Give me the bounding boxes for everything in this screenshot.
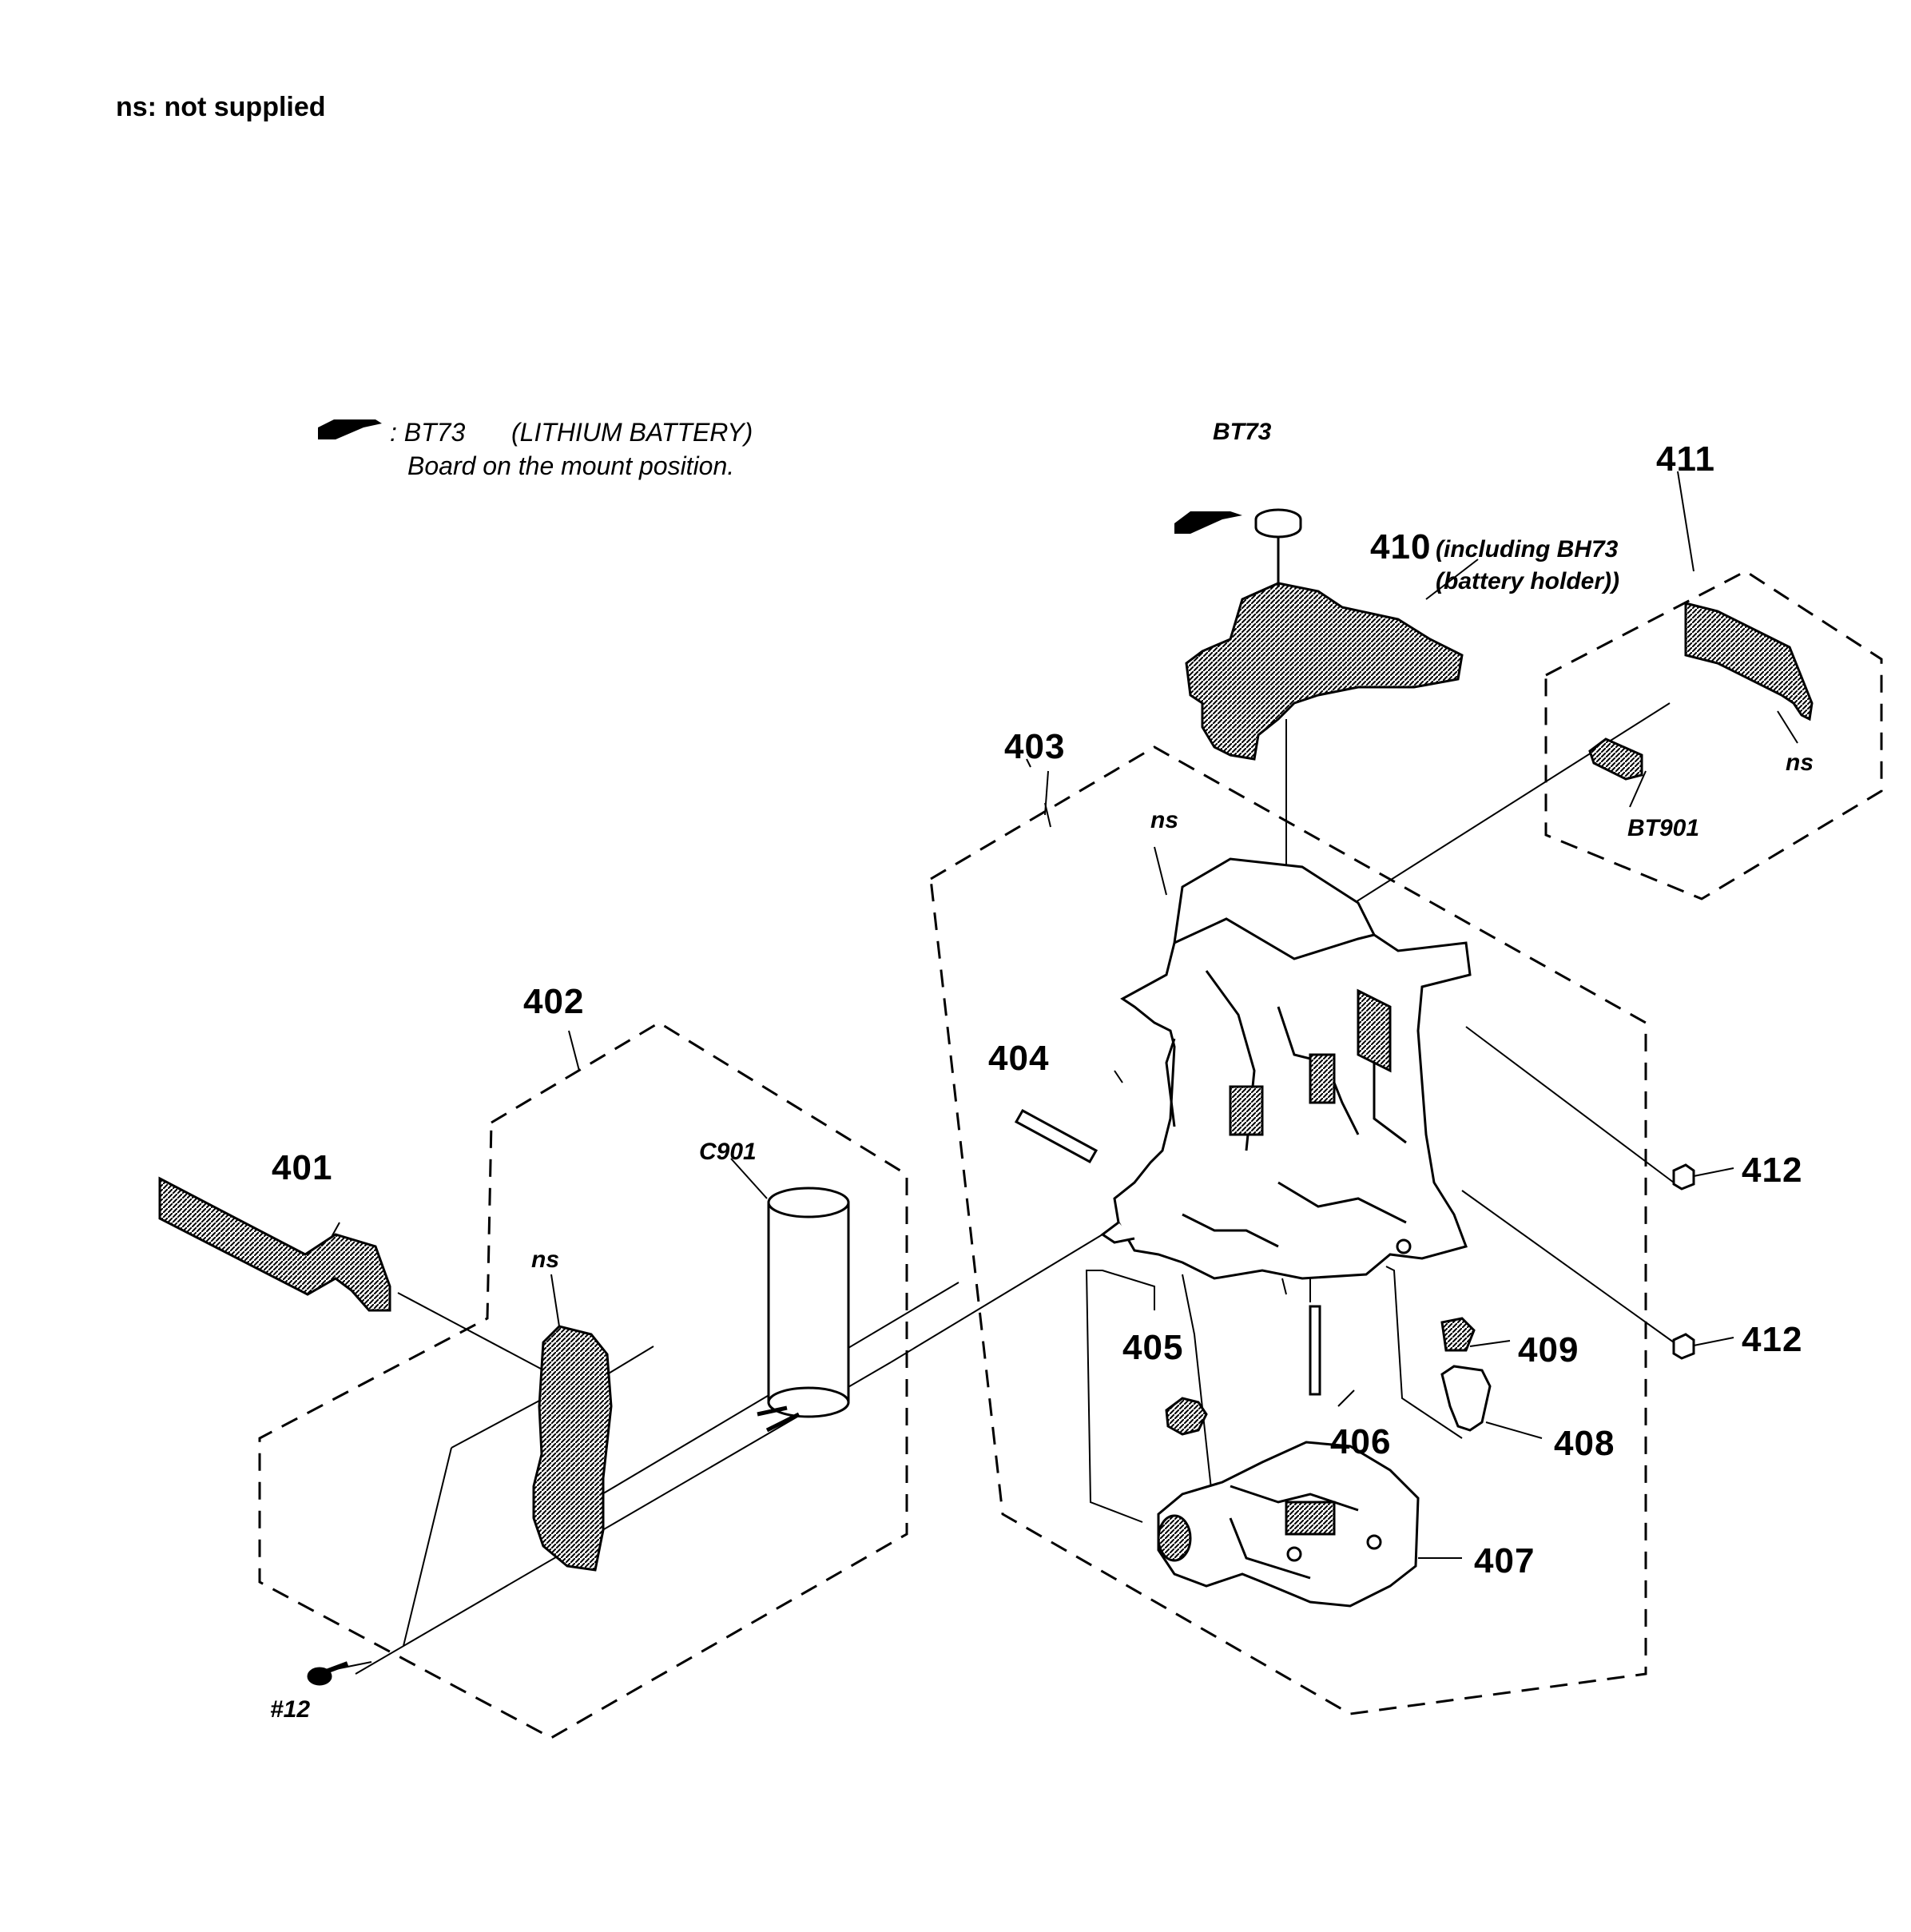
label-410: 410 [1370,527,1432,566]
label-ns-402: ns [531,1246,560,1273]
label-408: 408 [1554,1424,1615,1463]
battery-marker-icon [1174,511,1242,534]
part-402-board [532,1325,613,1572]
group-outline-402 [258,1021,908,1739]
label-402: 402 [523,982,585,1021]
part-408 [1440,1365,1492,1432]
label-409: 409 [1518,1330,1579,1369]
label-411: 411 [1656,439,1715,479]
part-405 [1165,1397,1208,1436]
part-403-main-frame [1100,857,1472,1280]
label-410-note-2: (battery holder)) [1436,568,1620,594]
part-406-pin [1309,1305,1321,1396]
legend-battery-ref: : BT73 [390,418,466,447]
part-411-bracket [1684,602,1814,722]
part-407-base-plate [1157,1441,1420,1608]
part-410 [1185,582,1464,761]
not-supplied-note: ns: not supplied [116,92,326,122]
label-ns-411: ns [1786,749,1814,776]
label-screw-12: #12 [270,1696,311,1723]
part-404-pin [1014,1108,1099,1164]
group-outline-411 [1544,570,1883,900]
battery-marker-icon [318,419,382,439]
label-412-a: 412 [1742,1151,1803,1190]
label-ns-403: ns [1150,807,1179,833]
label-412-b: 412 [1742,1320,1803,1359]
part-409-spring [1440,1317,1476,1352]
label-406: 406 [1330,1422,1392,1461]
part-bt901-connector [1588,737,1643,781]
legend-battery-desc: (LITHIUM BATTERY) [511,418,753,447]
label-bt901: BT901 [1627,815,1700,841]
part-412-cap [1672,1163,1695,1360]
label-403: 403 [1004,727,1066,766]
label-410-note-1: (including BH73 [1436,536,1619,563]
label-405: 405 [1122,1328,1184,1367]
label-404: 404 [988,1039,1050,1078]
label-bt73: BT73 [1213,419,1272,445]
group-outline-403 [929,745,1647,1715]
label-407: 407 [1474,1541,1536,1580]
label-401: 401 [272,1148,333,1187]
label-c901: C901 [699,1139,757,1165]
legend-mount-position: Board on the mount position. [407,451,735,480]
part-401-flex-cable [158,1176,391,1312]
part-screw-12 [307,1661,349,1686]
part-bt73-battery [1254,508,1302,587]
part-c901-capacitor [757,1187,850,1433]
